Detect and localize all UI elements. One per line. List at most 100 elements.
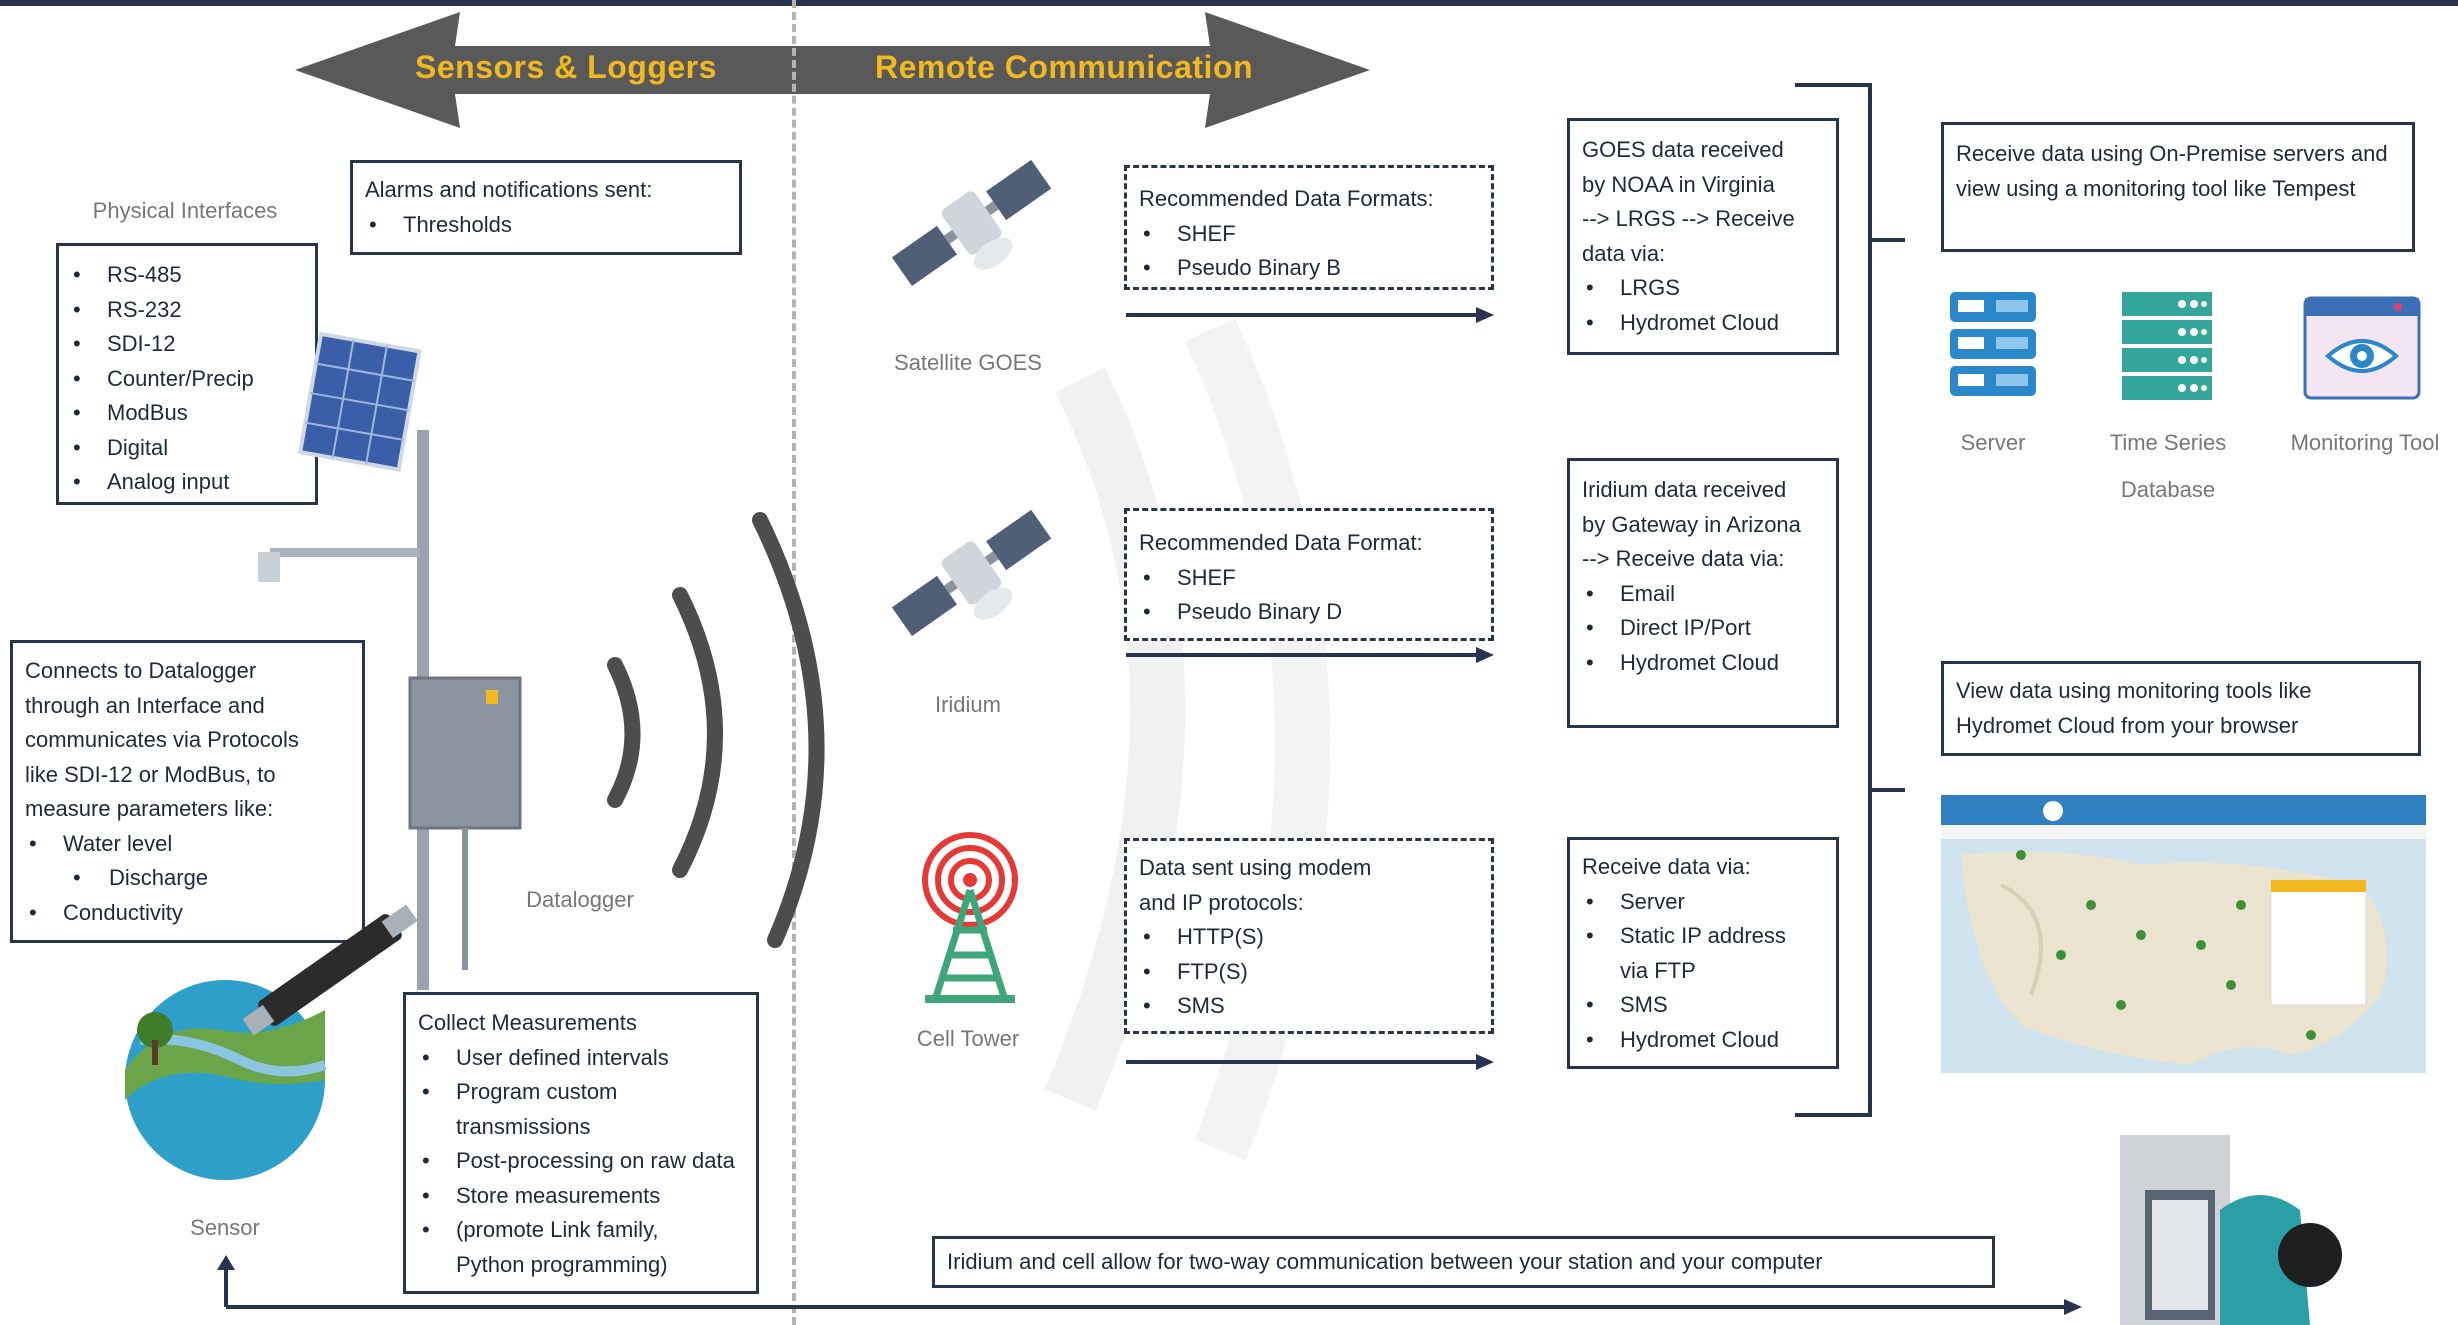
two-way-arrow — [217, 1255, 2082, 1315]
collect-item: Store measurements — [418, 1179, 744, 1214]
parameter-subitem: Discharge — [25, 861, 350, 896]
receive-item: Static IP address — [1582, 919, 1824, 954]
receive-item: Hydromet Cloud — [1582, 1023, 1824, 1058]
section-divider — [792, 0, 796, 1325]
parameter-item: Conductivity — [25, 896, 350, 931]
on-premise-box: Receive data using On-Premise servers an… — [1941, 122, 2415, 252]
two-way-box: Iridium and cell allow for two-way commu… — [932, 1236, 1995, 1288]
interface-item: RS-232 — [69, 293, 305, 328]
protocol-item: HTTP(S) — [1139, 920, 1479, 955]
interface-item: Digital — [69, 431, 305, 466]
cell-tower-icon — [922, 832, 1018, 1003]
goes-receive-line: GOES data received — [1582, 137, 1784, 162]
iridium-receive-line: Iridium data received — [1582, 477, 1787, 502]
tsdb-label-line2: Database — [2120, 477, 2216, 502]
header-sensors-loggers: Sensors & Loggers — [415, 49, 717, 85]
satellite-icon — [891, 159, 1052, 287]
receive-item: LRGS — [1582, 271, 1824, 306]
sensor-info-line: Connects to Datalogger — [25, 658, 257, 683]
tsdb-label-line1: Time Series — [2109, 430, 2227, 455]
map-screenshot — [1941, 795, 2426, 1073]
receive-item: SMS — [1582, 988, 1824, 1023]
datalogger-label: Datalogger — [526, 887, 634, 912]
sensor-label: Sensor — [190, 1215, 260, 1240]
solar-panel-icon — [297, 331, 422, 472]
protocol-item: SMS — [1139, 989, 1479, 1024]
receive-item-continued: via FTP — [1620, 957, 1696, 983]
satellite-goes-label: Satellite GOES — [894, 350, 1042, 375]
goes-formats-title: Recommended Data Formats: — [1139, 186, 1434, 211]
goes-receive-line: --> LRGS --> Receive — [1582, 206, 1795, 231]
format-item: Pseudo Binary B — [1139, 251, 1479, 286]
cell-formats-line: and IP protocols: — [1139, 889, 1304, 915]
collect-item: User defined intervals — [418, 1041, 744, 1076]
collect-item: (promote Link family, — [418, 1213, 744, 1248]
alarms-box: Alarms and notifications sent: Threshold… — [350, 160, 742, 255]
format-item: SHEF — [1139, 217, 1479, 252]
goes-transmission-arrow — [1126, 307, 1494, 323]
cell-tower-label: Cell Tower — [916, 1026, 1020, 1051]
cloud-view-box: View data using monitoring tools like Hy… — [1941, 661, 2421, 756]
cell-receive-title: Receive data via: — [1582, 854, 1751, 879]
receive-item: Email — [1582, 577, 1824, 612]
signal-waves — [607, 512, 825, 948]
iridium-formats-title: Recommended Data Format: — [1139, 530, 1423, 555]
sensor-info-line: measure parameters like: — [25, 796, 274, 821]
receive-item: Hydromet Cloud — [1582, 646, 1824, 681]
interface-item: ModBus — [69, 396, 305, 431]
top-bar — [0, 0, 2458, 6]
cell-receive-box: Receive data via: Server Static IP addre… — [1567, 837, 1839, 1069]
on-premise-line: Receive data using On-Premise servers an… — [1956, 141, 2388, 166]
goes-receive-line: by NOAA in Virginia — [1582, 171, 1775, 197]
physical-interfaces-title: Physical Interfaces — [92, 198, 278, 223]
two-way-text: Iridium and cell allow for two-way commu… — [947, 1249, 1823, 1274]
cell-transmission-arrow — [1126, 1054, 1494, 1070]
collect-item: Post-processing on raw data — [418, 1144, 744, 1179]
on-premise-line: view using a monitoring tool like Tempes… — [1956, 175, 2356, 201]
goes-formats-box: Recommended Data Formats: SHEF Pseudo Bi… — [1124, 165, 1494, 290]
monitoring-eye-icon — [2303, 296, 2421, 400]
collect-title: Collect Measurements — [418, 1010, 637, 1035]
cloud-view-line: View data using monitoring tools like — [1956, 678, 2312, 703]
destination-bracket — [1795, 83, 1905, 1117]
iridium-receive-line: by Gateway in Arizona — [1582, 511, 1801, 537]
satellite-icon — [891, 509, 1052, 637]
header-double-arrow — [295, 12, 1370, 128]
iridium-label: Iridium — [934, 692, 1001, 717]
interface-item: Counter/Precip — [69, 362, 305, 397]
physical-interfaces-box: RS-485 RS-232 SDI-12 Counter/Precip ModB… — [56, 243, 318, 505]
iridium-formats-box: Recommended Data Format: SHEF Pseudo Bin… — [1124, 508, 1494, 641]
protocol-item: FTP(S) — [1139, 955, 1479, 990]
format-item: Pseudo Binary D — [1139, 595, 1479, 630]
cell-formats-box: Data sent using modem and IP protocols: … — [1124, 838, 1494, 1034]
database-icon — [2122, 292, 2212, 400]
cloud-view-line: Hydromet Cloud from your browser — [1956, 712, 2299, 738]
person-laptop-icon — [2120, 1135, 2342, 1325]
sensor-info-line: through an Interface and — [25, 692, 265, 718]
collect-item-continued: Python programming) — [456, 1251, 668, 1277]
cell-formats-line: Data sent using modem — [1139, 855, 1372, 880]
iridium-transmission-arrow — [1126, 647, 1494, 663]
datalogger-station-illustration — [258, 331, 522, 990]
format-item: SHEF — [1139, 561, 1479, 596]
iridium-receive-box: Iridium data received by Gateway in Ariz… — [1567, 458, 1839, 728]
collect-item: Program custom — [418, 1075, 744, 1110]
interface-item: Analog input — [69, 465, 305, 500]
receive-item: Server — [1582, 885, 1824, 920]
server-label: Server — [1960, 430, 2026, 455]
header-remote-communication: Remote Communication — [875, 49, 1254, 85]
iridium-receive-line: --> Receive data via: — [1582, 546, 1785, 571]
alarms-title: Alarms and notifications sent: — [365, 177, 653, 202]
goes-receive-line: data via: — [1582, 240, 1666, 266]
collect-item-continued: transmissions — [456, 1113, 591, 1139]
collect-measurements-box: Collect Measurements User defined interv… — [403, 992, 759, 1294]
server-icon — [1950, 292, 2036, 396]
interface-item: SDI-12 — [69, 327, 305, 362]
receive-item: Direct IP/Port — [1582, 611, 1824, 646]
monitoring-tool-label: Monitoring Tool — [2290, 430, 2440, 455]
alarm-item: Thresholds — [365, 208, 727, 243]
parameter-item: Water level — [25, 827, 350, 862]
interface-item: RS-485 — [69, 258, 305, 293]
sensor-info-box: Connects to Datalogger through an Interf… — [10, 640, 365, 943]
sensor-illustration — [125, 904, 418, 1180]
